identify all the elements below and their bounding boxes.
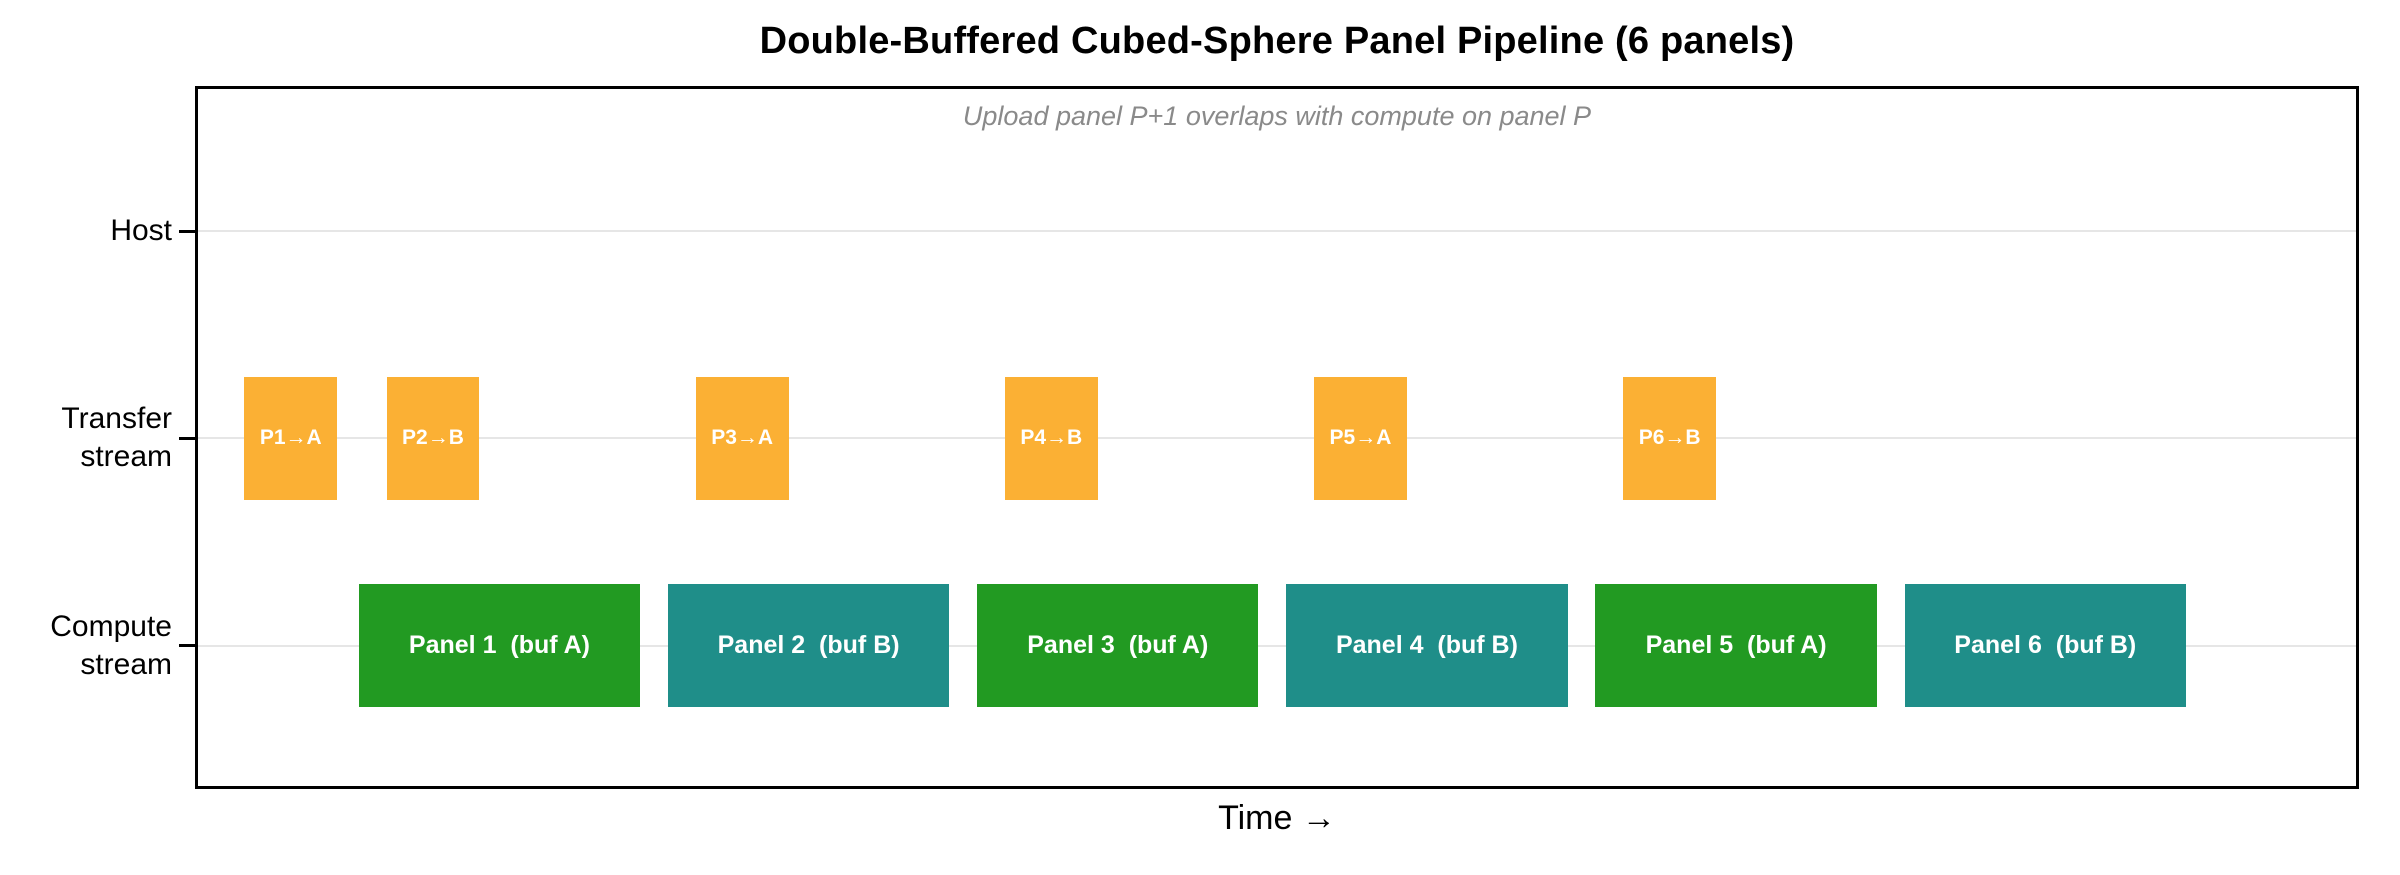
compute-bar: Panel 1 (buf A) <box>358 584 641 708</box>
transfer-bar: P1→A <box>244 376 338 500</box>
compute-bar: Panel 3 (buf A) <box>977 584 1259 708</box>
y-tick-label-compute: Compute stream <box>50 609 172 681</box>
transfer-bar: P6→B <box>1623 376 1717 500</box>
transfer-bar: P4→B <box>1004 376 1098 500</box>
y-tick-label-transfer: Transfer stream <box>61 402 172 474</box>
y-tick-transfer <box>179 436 195 440</box>
transfer-bar: P2→B <box>386 376 480 500</box>
y-tick-compute <box>179 644 195 648</box>
transfer-bar: P3→A <box>695 376 789 500</box>
x-axis-label: Time → <box>1218 799 1336 837</box>
transfer-bar: P5→A <box>1314 376 1407 500</box>
compute-bar: Panel 5 (buf A) <box>1595 584 1877 708</box>
y-tick-host <box>179 229 195 233</box>
y-tick-label-host: Host <box>110 214 172 248</box>
gridline-transfer <box>198 437 2356 440</box>
compute-bar: Panel 6 (buf B) <box>1904 584 2186 708</box>
gridline-host <box>198 230 2356 233</box>
plot-area: Upload panel P+1 overlaps with compute o… <box>195 86 2359 789</box>
chart-subtitle: Upload panel P+1 overlaps with compute o… <box>962 101 1592 131</box>
page-title: Double-Buffered Cubed-Sphere Panel Pipel… <box>759 20 1795 62</box>
gridline-compute <box>198 644 2356 647</box>
compute-bar: Panel 4 (buf B) <box>1286 584 1568 708</box>
compute-bar: Panel 2 (buf B) <box>667 584 950 708</box>
